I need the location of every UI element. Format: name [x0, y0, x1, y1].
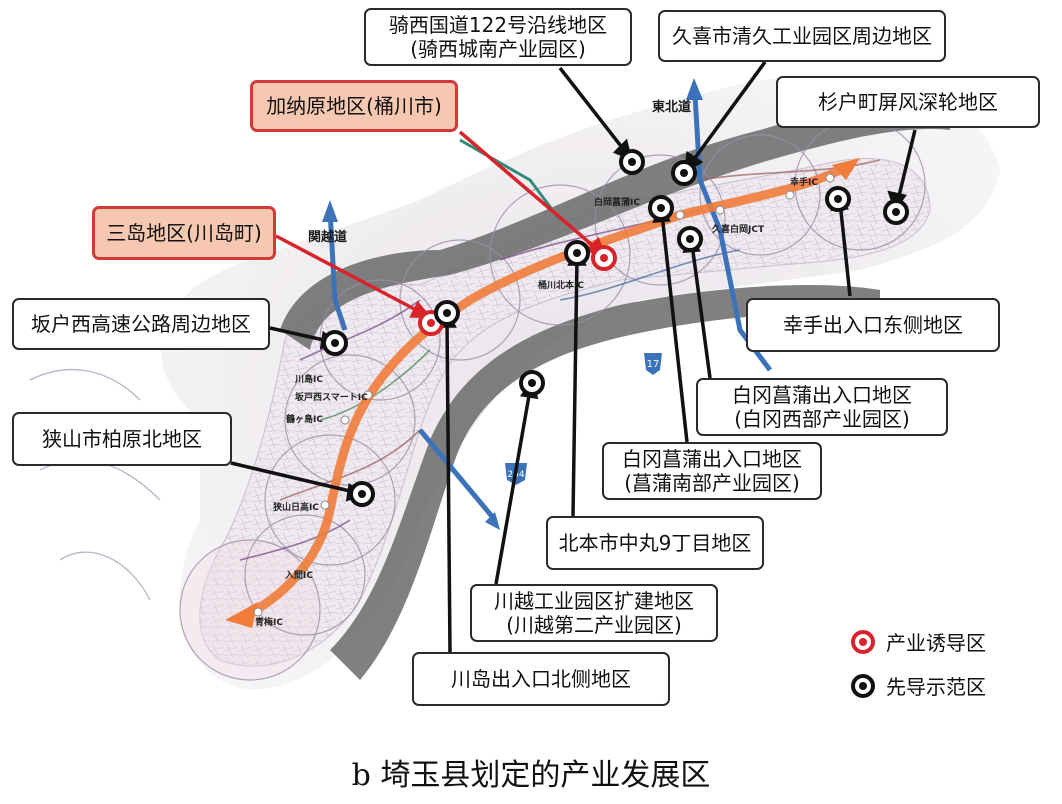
callout-kisai-line1: 骑西国道122号沿线地区	[388, 13, 608, 37]
kawajima-ic-label: 川島IC	[295, 375, 323, 385]
callout-kitamoto: 北本市中丸9丁目地区	[546, 516, 764, 570]
callout-shiraoka-south-line1: 白冈菖蒲出入口地区	[622, 447, 802, 471]
sakado-ic-label: 坂戸西スマートIC	[295, 393, 368, 403]
satte-ic-label: 幸手IC	[790, 178, 818, 188]
pilot-marker-kawajima	[434, 300, 460, 326]
callout-kano: 加纳原地区(桶川市)	[250, 80, 458, 132]
callout-kawajima: 川岛出入口北侧地区	[412, 652, 670, 706]
tohoku-road-label: 東北道	[652, 100, 692, 115]
pilot-marker-kuki	[671, 160, 697, 186]
road-network	[239, 159, 881, 561]
pilot-marker-sayama	[349, 481, 375, 507]
sayama-ic-label: 狭山日高IC	[273, 503, 319, 513]
corridor-band-south	[330, 285, 880, 680]
callout-kisai: 骑西国道122号沿线地区 (骑西城南产业园区)	[364, 8, 632, 66]
route-shield-17: 17	[644, 353, 662, 375]
callout-shiraoka-south-line2: (菖蒲南部产业园区)	[624, 471, 800, 495]
ome-ic-label: 青梅IC	[255, 618, 283, 628]
callout-mishima-line1: 三岛地区(川岛町)	[106, 221, 262, 245]
pilot-marker-kisai	[619, 149, 645, 175]
callout-shiraoka-west-line1: 白冈菖蒲出入口地区	[732, 383, 912, 407]
callout-satte: 幸手出入口东侧地区	[746, 298, 1000, 352]
route-17-label: 17	[647, 359, 660, 370]
legend-pilot: 先导示范区	[850, 671, 986, 700]
pilot-marker-sugito	[883, 199, 909, 225]
shiraoka-ic-label: 白岡菖蒲IC	[594, 198, 640, 208]
highway-ken-o	[418, 428, 500, 530]
callout-sugito-line1: 杉户町屏风深轮地区	[818, 90, 998, 114]
pilot-marker-sakado	[322, 330, 348, 356]
industry-marker-kano	[591, 245, 617, 271]
callout-sakado-line1: 坂户西高速公路周边地区	[31, 312, 251, 336]
iruma-ic-label: 入間IC	[285, 571, 313, 581]
pilot-marker-shiraoka-west	[677, 226, 703, 252]
callout-satte-line1: 幸手出入口东侧地区	[783, 313, 963, 337]
callout-sayama-line1: 狭山市柏原北地区	[42, 427, 202, 451]
industry-zone-icon	[851, 629, 875, 654]
callout-kawagoe-line1: 川越工业园区扩建地区	[494, 589, 694, 613]
callout-sayama: 狭山市柏原北地区	[12, 412, 232, 466]
pilot-markers	[322, 149, 909, 507]
callout-sakado: 坂户西高速公路周边地区	[12, 298, 270, 350]
callout-kisai-line2: (骑西城南产业园区)	[410, 37, 586, 61]
legend-industry-label: 产业诱导区	[886, 631, 986, 655]
callout-kitamoto-line1: 北本市中丸9丁目地区	[558, 531, 752, 555]
tsurugashima-ic-label: 鶴ヶ島IC	[286, 415, 323, 425]
pilot-marker-satte	[825, 186, 851, 212]
leader-arrows-red	[275, 130, 607, 318]
callout-kuki-line1: 久喜市清久工业园区周边地区	[672, 24, 932, 48]
figure-caption: b 埼玉县划定的产业发展区	[351, 758, 711, 793]
legend-industry: 产业诱导区	[850, 627, 986, 656]
pilot-marker-shiraoka-south	[648, 195, 674, 221]
callout-kawagoe: 川越工业园区扩建地区 (川越第二产业园区)	[470, 584, 718, 642]
kuki-ic-label: 久喜白岡JCT	[712, 225, 765, 235]
callout-shiraoka-south: 白冈菖蒲出入口地区 (菖蒲南部产业园区)	[602, 442, 822, 500]
callout-kawajima-line1: 川岛出入口北侧地区	[451, 667, 631, 691]
callout-mishima: 三岛地区(川岛町)	[92, 206, 276, 260]
pilot-marker-kitamoto	[564, 240, 590, 266]
okegawa-ic-label: 桶川北本IC	[538, 281, 584, 291]
pilot-zone-icon	[851, 673, 875, 698]
callout-shiraoka-west-line2: (白冈西部产业园区)	[734, 407, 910, 431]
callout-kuki: 久喜市清久工业园区周边地区	[658, 10, 946, 62]
legend-pilot-label: 先导示范区	[886, 675, 986, 699]
map-canvas: 17 254	[19, 60, 1001, 690]
highway-kanetsu	[322, 200, 348, 331]
callout-sugito: 杉户町屏风深轮地区	[776, 76, 1040, 128]
callout-kawagoe-line2: (川越第二产业园区)	[506, 613, 682, 637]
callout-shiraoka-west: 白冈菖蒲出入口地区 (白冈西部产业园区)	[696, 378, 948, 436]
pilot-marker-kawagoe	[519, 370, 545, 396]
callout-kano-line1: 加纳原地区(桶川市)	[266, 94, 442, 118]
kanetsu-road-label: 関越道	[308, 230, 348, 245]
